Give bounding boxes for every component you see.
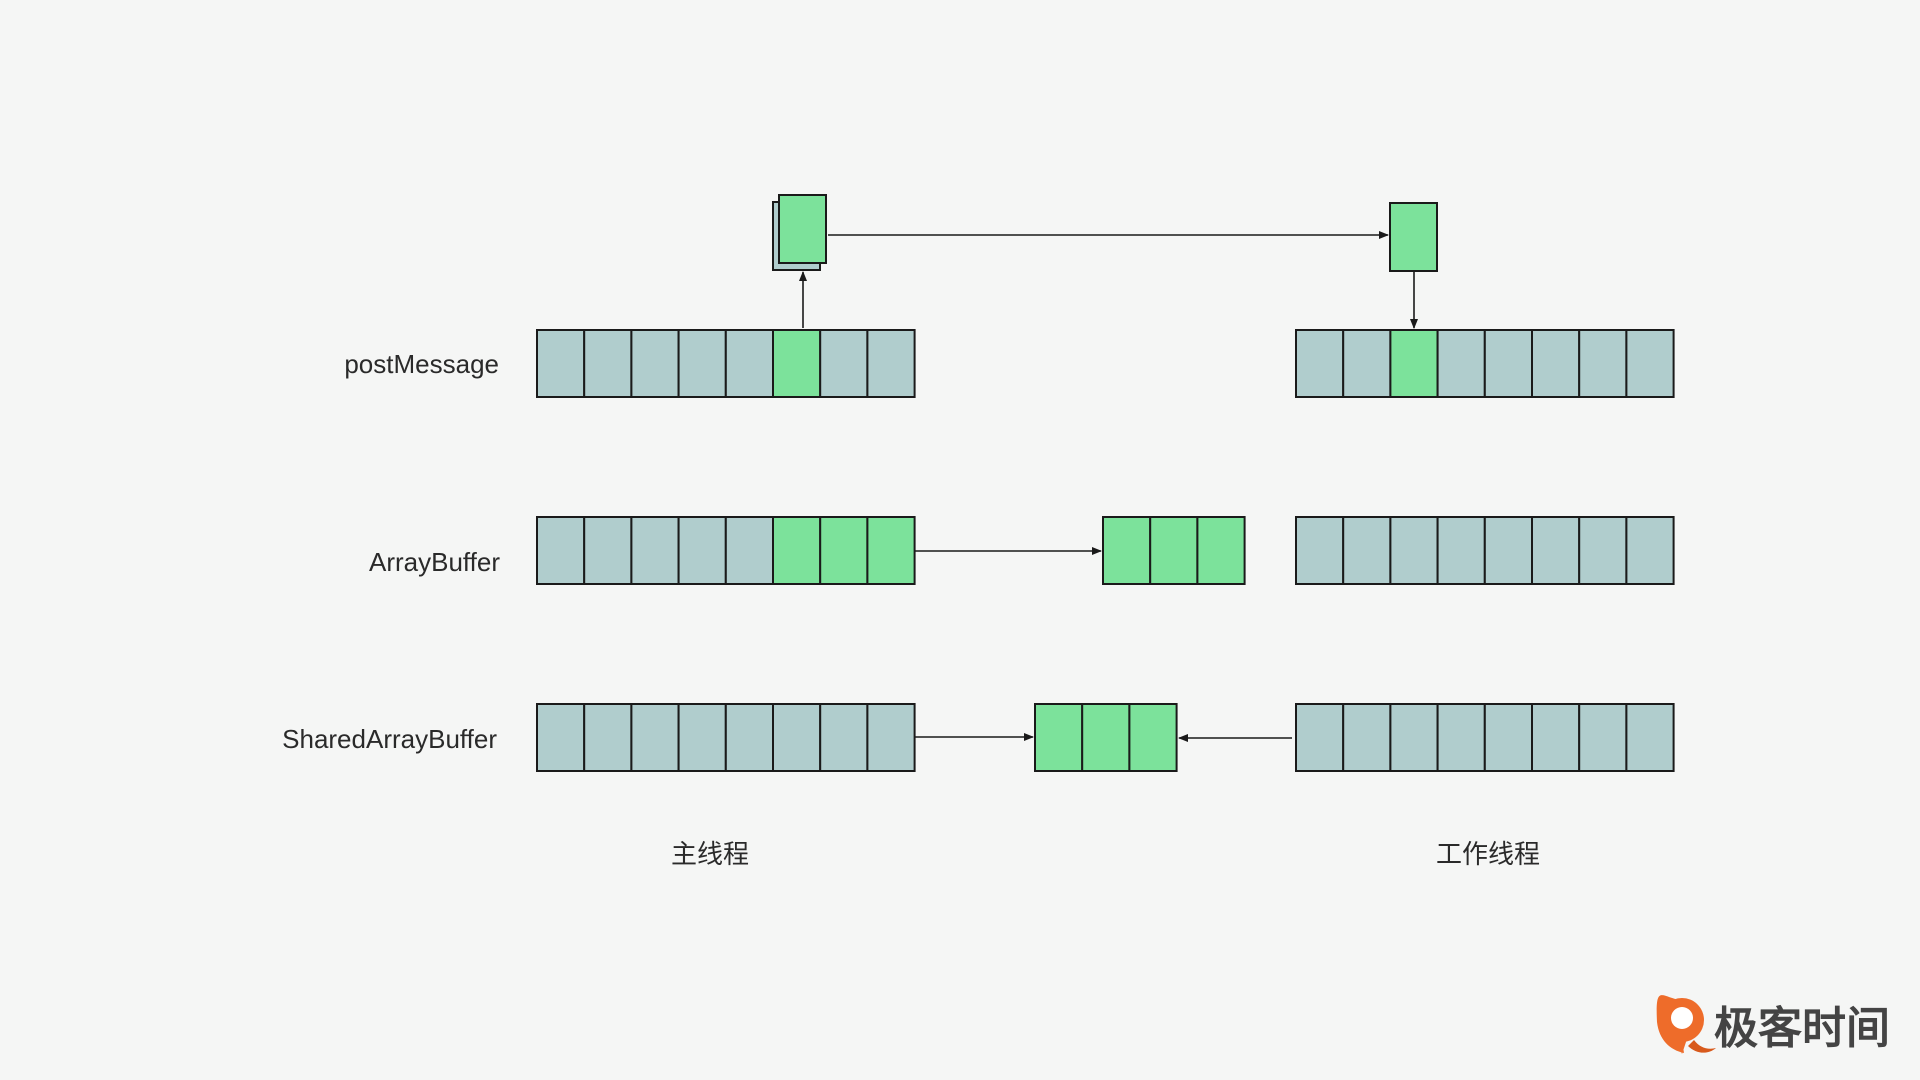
sharedarraybuffer-worker-buffer: [1295, 703, 1675, 772]
buffer-cell: [1578, 516, 1628, 585]
buffer-cell: [677, 516, 727, 585]
buffer-cell: [536, 329, 586, 398]
buffer-cell: [1578, 329, 1628, 398]
buffer-cell-highlighted: [1389, 329, 1439, 398]
buffer-cell: [866, 329, 916, 398]
geektime-logo-text: 极客时间: [1714, 1003, 1890, 1054]
buffer-cell: [1436, 329, 1486, 398]
buffer-cell: [1531, 329, 1581, 398]
buffer-cell: [1483, 703, 1534, 772]
buffer-cell: [819, 329, 869, 398]
buffer-cell: [677, 329, 727, 398]
buffer-cell: [1483, 329, 1534, 398]
buffer-cell: [724, 703, 774, 772]
buffer-cell: [677, 703, 727, 772]
received-message-block: [1389, 202, 1438, 272]
buffer-cell: [1295, 516, 1345, 585]
row-label-postmessage: postMessage: [344, 349, 499, 379]
buffer-cell: [1389, 516, 1439, 585]
buffer-cell: [724, 329, 774, 398]
buffer-cell: [630, 516, 680, 585]
buffer-cell: [1531, 516, 1581, 585]
column-label-main-thread: 主线程: [671, 840, 749, 870]
buffer-cell: [583, 703, 633, 772]
buffer-cell: [1625, 329, 1675, 398]
postmessage-worker-buffer: [1295, 329, 1675, 398]
buffer-cell: [583, 516, 633, 585]
buffer-cell-highlighted: [772, 516, 822, 585]
buffer-cell: [1436, 703, 1486, 772]
buffer-cell-highlighted: [1034, 703, 1084, 772]
buffer-cell: [1389, 703, 1439, 772]
row-label-sharedarraybuffer: SharedArrayBuffer: [282, 724, 497, 754]
column-label-worker-thread: 工作线程: [1436, 840, 1540, 870]
buffer-cell: [536, 516, 586, 585]
buffer-cell: [1295, 703, 1345, 772]
arraybuffer-main-buffer: [536, 516, 916, 585]
buffer-cell: [1625, 516, 1675, 585]
buffer-cell: [1483, 516, 1534, 585]
buffer-cell-highlighted: [866, 516, 916, 585]
buffer-cell-highlighted: [819, 516, 869, 585]
sharedarraybuffer-shared-buffer: [1034, 703, 1178, 772]
buffer-cell-highlighted: [1128, 703, 1178, 772]
buffer-cell: [724, 516, 774, 585]
buffer-cell: [1531, 703, 1581, 772]
buffer-cell-highlighted: [1102, 516, 1152, 585]
arraybuffer-worker-buffer: [1295, 516, 1675, 585]
buffer-cell-highlighted: [1196, 516, 1246, 585]
buffer-cell: [1342, 516, 1392, 585]
buffer-cell: [1436, 516, 1486, 585]
buffer-cell-highlighted: [772, 329, 822, 398]
buffer-cell: [819, 703, 869, 772]
row-label-arraybuffer: ArrayBuffer: [369, 547, 500, 577]
buffer-cell-highlighted: [1149, 516, 1199, 585]
buffer-cell: [866, 703, 916, 772]
postmessage-main-buffer: [536, 329, 916, 398]
buffer-cell: [583, 329, 633, 398]
buffer-cell: [1342, 329, 1392, 398]
buffer-cell: [630, 329, 680, 398]
buffer-cell: [1578, 703, 1628, 772]
buffer-cell: [536, 703, 586, 772]
buffer-cell: [1342, 703, 1392, 772]
buffer-cell: [772, 703, 822, 772]
geektime-logo-icon: [1656, 995, 1716, 1054]
copied-message-block: [778, 194, 827, 264]
buffer-cell: [1625, 703, 1675, 772]
sharedarraybuffer-main-buffer: [536, 703, 916, 772]
buffer-cell-highlighted: [1081, 703, 1131, 772]
buffer-cell: [630, 703, 680, 772]
arraybuffer-transferred-buffer: [1102, 516, 1246, 585]
geektime-logo: 极客时间: [1656, 995, 1890, 1054]
buffer-cell: [1295, 329, 1345, 398]
